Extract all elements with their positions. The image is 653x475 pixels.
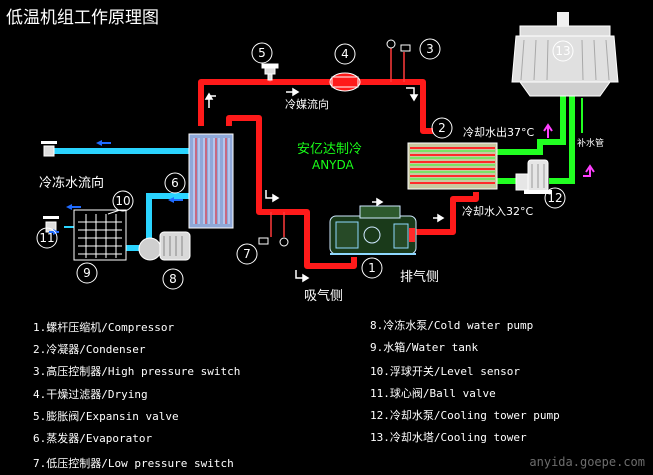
inlet-valve [41, 141, 57, 157]
hp-switch-leads [390, 48, 405, 82]
cooling-tower-pump [515, 159, 552, 194]
legend-item: 4.干燥过滤器/Drying [33, 388, 148, 401]
refrigerant-flow-label: 冷媒流向 [285, 98, 329, 111]
ball-valve [43, 216, 59, 233]
suction-side-label: 吸气侧 [304, 289, 344, 304]
marker-label: 9 [83, 266, 91, 280]
legend-item: 13.冷却水塔/Cooling tower [370, 431, 527, 444]
refrigerant-pipes [198, 79, 479, 269]
water-flow-arrows [49, 140, 183, 235]
chilled-water-flow-label: 冷冻水流向 [39, 176, 105, 191]
marker-label: 1 [368, 261, 376, 275]
marker-9 [76, 262, 98, 284]
lp-switch-leads [270, 212, 285, 237]
brand-cn: 安亿达制冷 [297, 142, 363, 157]
component-markers [36, 38, 574, 290]
marker-label: 5 [258, 46, 266, 60]
marker-4 [334, 43, 356, 65]
cooling-water-out-label: 冷却水出37°C [463, 126, 535, 139]
marker-label: 4 [341, 47, 349, 61]
marker-11 [36, 227, 58, 249]
screw-compressor [329, 205, 417, 255]
legend-item: 10.浮球开关/Level sensor [370, 365, 520, 378]
makeup-pipe-label: 补水管 [577, 139, 605, 149]
legend-item: 9.水箱/Water tank [370, 341, 479, 354]
legend-item: 12.冷却水泵/Cooling tower pump [370, 409, 560, 422]
legend-item: 7.低压控制器/Low pressure switch [33, 457, 234, 470]
marker-label: 10 [115, 194, 130, 208]
marker-10 [112, 190, 134, 212]
cooling-flow-arrows [543, 123, 595, 177]
marker-label: 8 [169, 272, 177, 286]
cooling-tower [511, 12, 619, 97]
marker-label: 13 [555, 44, 570, 58]
condenser-heat-exchanger [407, 142, 498, 190]
marker-label: 7 [243, 247, 251, 261]
marker-5 [251, 42, 273, 64]
marker-2 [431, 117, 453, 139]
watermark: anyida.goepe.com [529, 455, 645, 469]
legend-item: 3.高压控制器/High pressure switch [33, 365, 241, 378]
marker-label: 11 [39, 231, 54, 245]
cold-water-pump [138, 231, 191, 261]
legend-item: 5.膨胀阀/Expansin valve [33, 410, 179, 423]
marker-12 [544, 187, 566, 209]
low-pressure-switch [258, 237, 289, 247]
marker-8 [162, 268, 184, 290]
marker-7 [236, 243, 258, 265]
marker-label: 3 [426, 42, 434, 56]
expansion-valve [261, 63, 279, 81]
marker-label: 6 [171, 176, 179, 190]
cooling-water-in-label: 冷却水入32°C [462, 205, 534, 218]
drier-filter [329, 72, 361, 92]
marker-label: 12 [547, 191, 562, 205]
diagram-title: 低温机组工作原理图 [6, 8, 159, 28]
legend-item: 6.蒸发器/Evaporator [33, 432, 153, 445]
high-pressure-switch [386, 39, 411, 52]
brand-en: ANYDA [312, 158, 354, 172]
legend-item: 1.螺杆压缩机/Compressor [33, 321, 175, 334]
cooling-water-pipes [497, 96, 575, 184]
chilled-water-pipes [52, 148, 189, 251]
legend-item: 8.冷冻水泵/Cold water pump [370, 319, 534, 332]
marker-label: 2 [438, 121, 446, 135]
discharge-side-label: 排气侧 [400, 270, 440, 285]
legend-item: 2.冷凝器/Condenser [33, 343, 146, 356]
evaporator-heat-exchanger [188, 133, 234, 229]
marker-6 [164, 172, 186, 194]
marker-1 [361, 257, 383, 279]
refrigerant-flow-arrows [204, 87, 445, 283]
water-tank [73, 209, 127, 261]
marker-13 [552, 40, 574, 62]
legend-item: 11.球心阀/Ball valve [370, 387, 496, 400]
marker-3 [419, 38, 441, 60]
